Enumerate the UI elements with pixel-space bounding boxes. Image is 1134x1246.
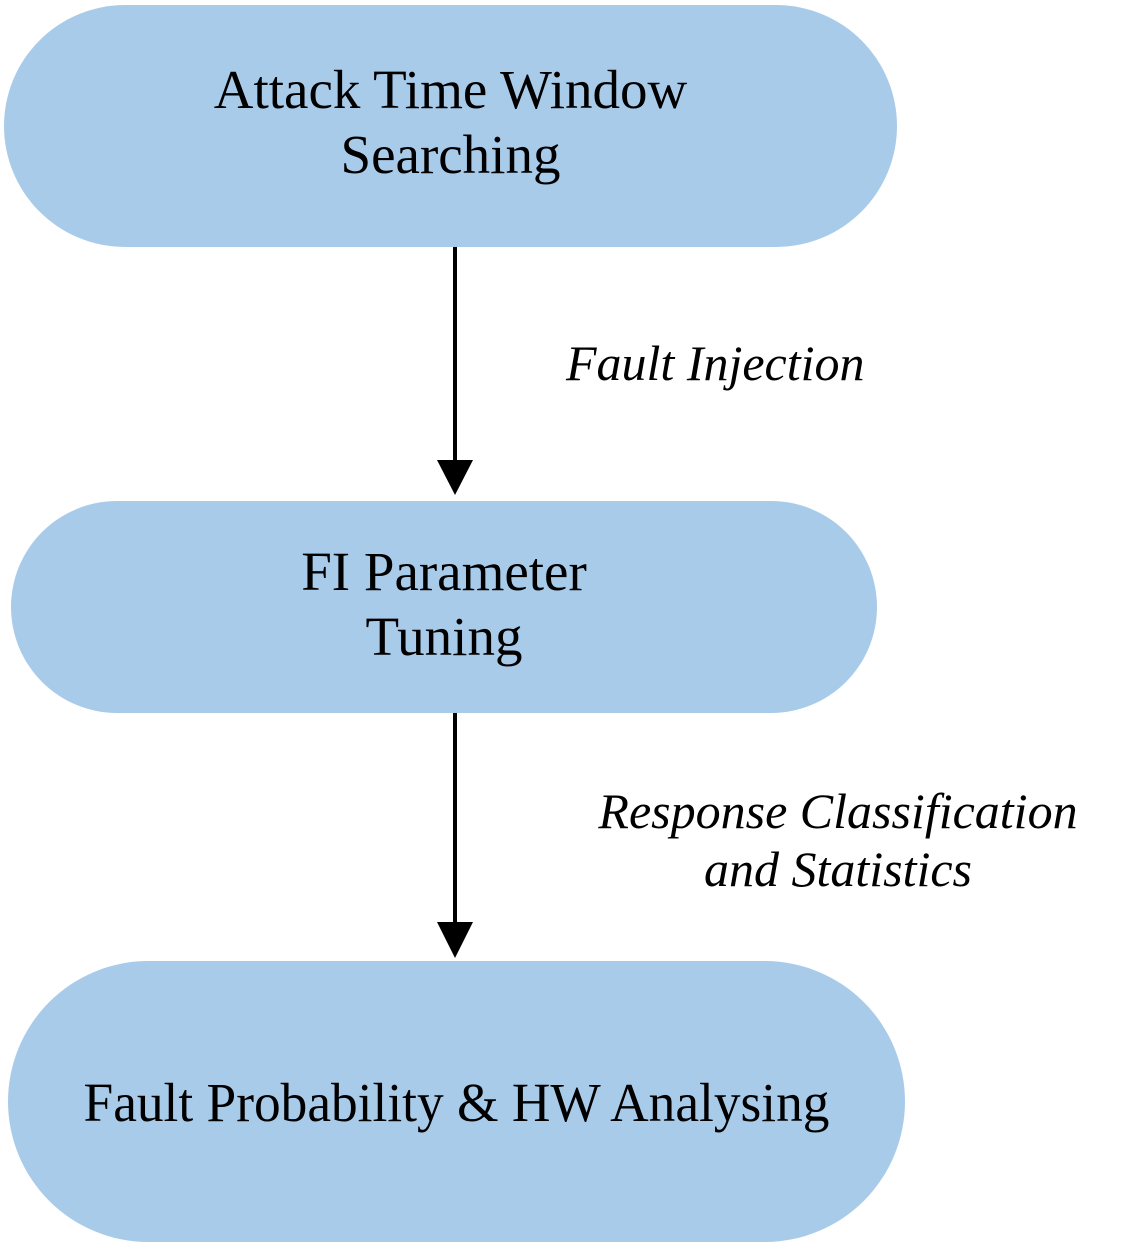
node-label: FI Parameter Tuning: [301, 541, 587, 667]
edge-label-response-classification: Response Classification and Statistics: [598, 783, 1078, 897]
node-label: Attack Time Window Searching: [213, 59, 688, 185]
edge-label-fault-injection: Fault Injection: [566, 335, 865, 391]
arrow-attack-to-fi: [437, 247, 473, 495]
node-fault-probability-hw-analysing[interactable]: Fault Probability & HW Analysing: [8, 961, 905, 1242]
node-attack-time-window-searching[interactable]: Attack Time Window Searching: [4, 5, 897, 247]
arrow-fi-to-fault-probability: [437, 713, 473, 958]
node-fi-parameter-tuning[interactable]: FI Parameter Tuning: [11, 501, 877, 713]
node-label: Fault Probability & HW Analysing: [83, 1072, 830, 1133]
